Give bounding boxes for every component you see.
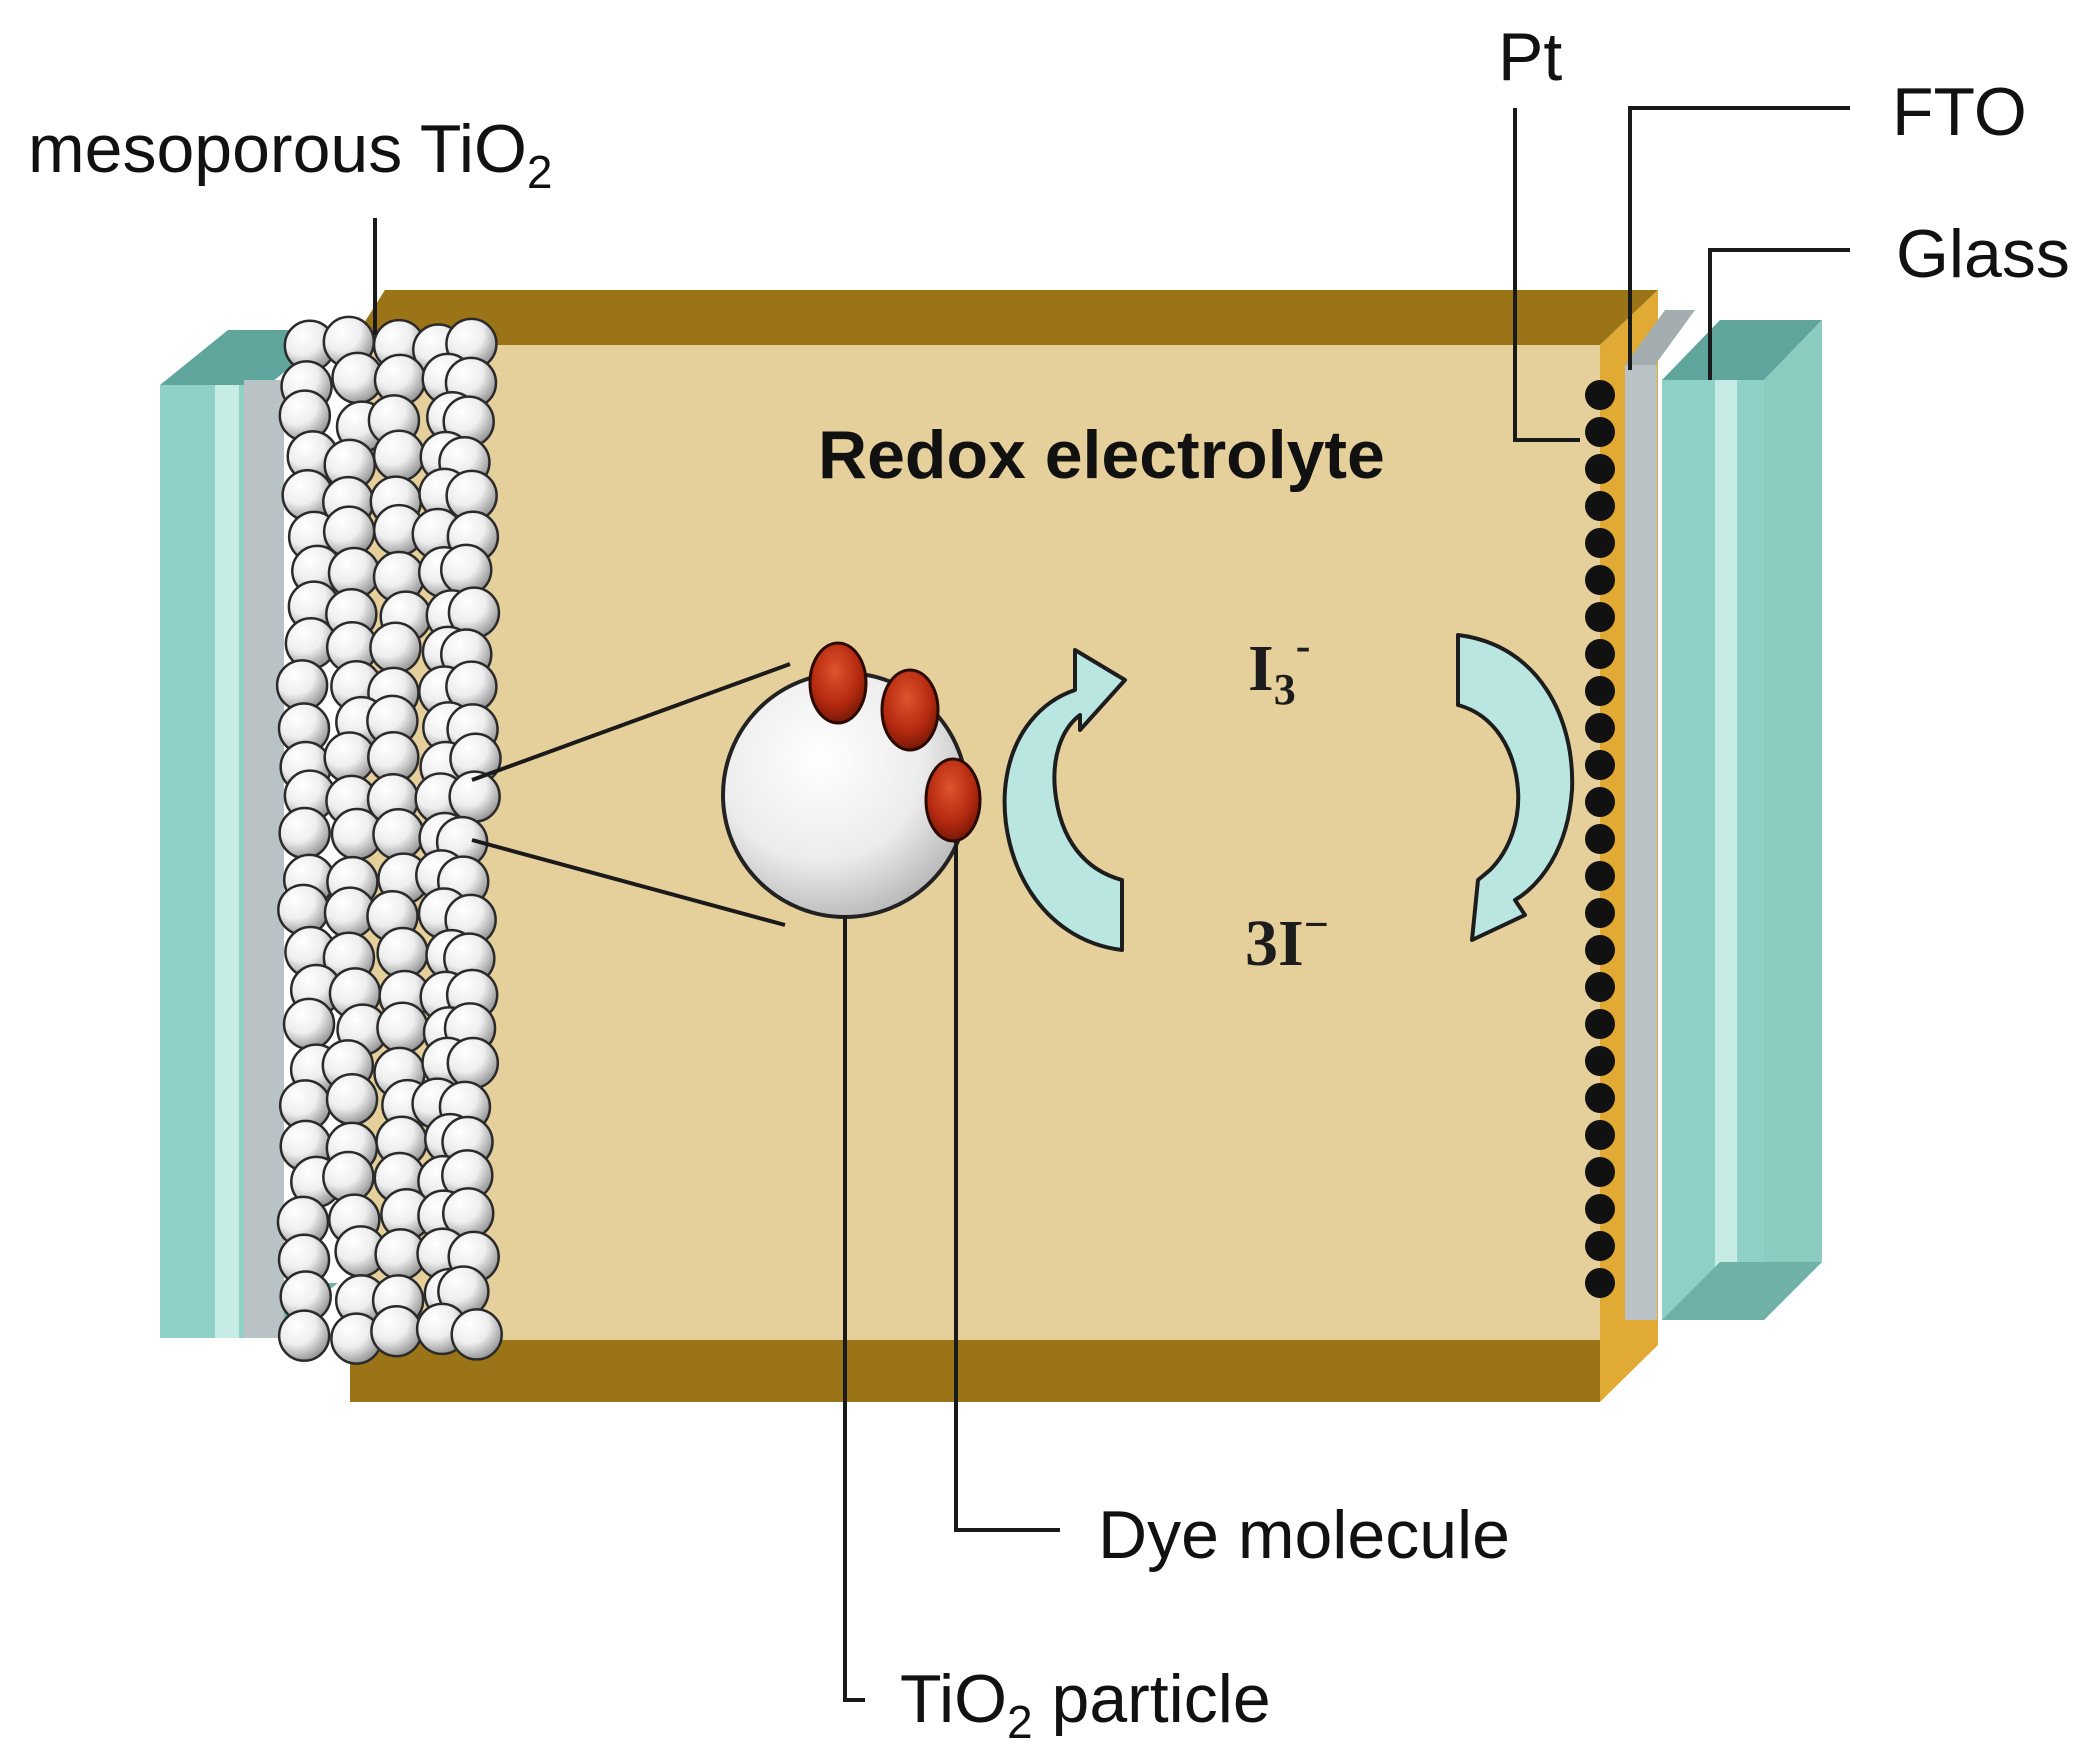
label-fto: FTO <box>1892 74 2027 150</box>
pt-dot <box>1585 1268 1615 1298</box>
pt-catalyst-layer <box>1585 380 1615 1298</box>
label-glass: Glass <box>1896 216 2070 292</box>
zoom-line-lower <box>471 838 786 927</box>
pt-dot <box>1585 1046 1615 1076</box>
zoom-line-upper <box>471 662 791 782</box>
dye-molecule-2 <box>880 668 940 752</box>
tio2-nanoparticle <box>372 808 425 861</box>
label-redox-electrolyte: Redox electrolyte <box>818 417 1385 493</box>
pt-dot <box>1585 861 1615 891</box>
pt-dot <box>1585 491 1615 521</box>
leader-particle <box>843 915 865 1702</box>
left-fto-layer <box>244 380 284 1338</box>
leader-fto <box>1628 106 1850 370</box>
pt-dot <box>1585 1083 1615 1113</box>
label-iodide: 3I− <box>1245 900 1329 980</box>
tio2-nanoparticle <box>277 1309 331 1362</box>
pt-dot <box>1585 935 1615 965</box>
label-dye-molecule: Dye molecule <box>1098 1497 1510 1573</box>
tio2-nanoparticle <box>439 543 493 597</box>
label-triiodide: I3- <box>1248 621 1310 714</box>
pt-dot <box>1585 824 1615 854</box>
pt-dot <box>1585 1231 1615 1261</box>
mesoporous-tio2-layer <box>275 315 503 1365</box>
leader-dye <box>954 840 1060 1532</box>
leader-pt <box>1513 108 1580 442</box>
pt-dot <box>1585 454 1615 484</box>
pt-dot <box>1585 1194 1615 1224</box>
pt-dot <box>1585 713 1615 743</box>
tio2-nanoparticle <box>446 1036 500 1090</box>
pt-dot <box>1585 676 1615 706</box>
pt-dot <box>1585 528 1615 558</box>
curved-arrow-up-icon <box>1002 648 1127 952</box>
pt-dot <box>1585 1009 1615 1039</box>
right-glass-substrate <box>1625 310 1822 1320</box>
label-mesoporous-tio2: mesoporous TiO2 <box>28 111 552 198</box>
electrolyte-fill <box>350 345 1600 1340</box>
label-pt: Pt <box>1498 19 1562 95</box>
pt-dot <box>1585 1120 1615 1150</box>
electrolyte-chamber <box>350 290 1658 1402</box>
pt-dot <box>1585 898 1615 928</box>
tio2-nanoparticle <box>282 997 336 1051</box>
tio2-nanoparticle <box>370 1304 423 1358</box>
pt-dot <box>1585 787 1615 817</box>
tio2-nanoparticle <box>376 1001 429 1054</box>
tio2-nanoparticle <box>278 806 331 860</box>
tio2-nanoparticle <box>325 1073 379 1126</box>
tio2-nanoparticle <box>369 621 422 674</box>
pt-dot <box>1585 565 1615 595</box>
pt-dot <box>1585 380 1615 410</box>
leader-glass <box>1708 248 1850 380</box>
left-glass-substrate <box>160 330 338 1338</box>
tio2-nanoparticle <box>372 429 426 483</box>
label-tio2-particle: TiO2 particle <box>900 1661 1271 1744</box>
tio2-nanoparticle <box>450 1308 503 1361</box>
pt-dot <box>1585 639 1615 669</box>
pt-dot <box>1585 417 1615 447</box>
dye-molecule-1 <box>808 641 868 725</box>
dye-molecule-3 <box>924 757 982 843</box>
pt-dot <box>1585 972 1615 1002</box>
pt-dot <box>1585 750 1615 780</box>
tio2-particle-closeup <box>721 641 982 919</box>
right-fto-layer <box>1625 365 1657 1320</box>
curved-arrow-down-icon <box>1456 633 1575 942</box>
pt-dot <box>1585 1157 1615 1187</box>
pt-dot <box>1585 602 1615 632</box>
